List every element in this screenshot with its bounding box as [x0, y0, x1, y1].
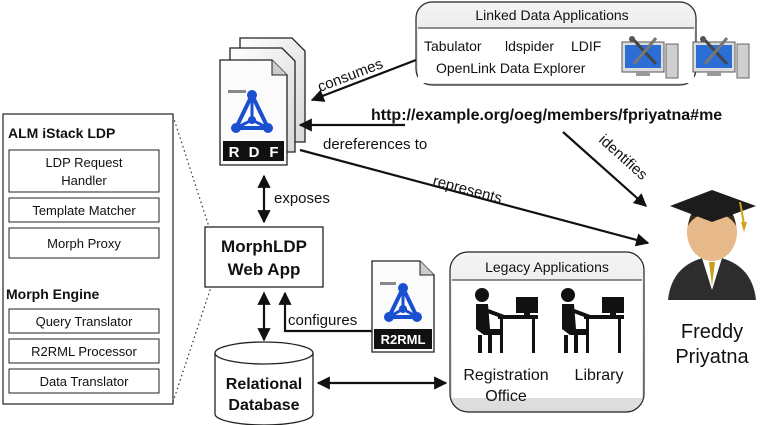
rdf-document-stack-icon: R D F — [219, 37, 306, 166]
configures-arrow — [278, 291, 372, 333]
query-translator-label: Query Translator — [36, 314, 133, 329]
morph-engine-title: Morph Engine — [6, 286, 100, 302]
app-ldspider: ldspider — [505, 38, 554, 54]
template-matcher-label: Template Matcher — [32, 203, 136, 218]
uri-label: http://example.org/oeg/members/fpriyatna… — [371, 107, 722, 124]
graduate-person-icon — [668, 190, 756, 300]
person-label-2: Priyatna — [675, 346, 749, 368]
ldp-request-handler-label-2: Handler — [61, 173, 107, 188]
linked-data-apps-panel: Linked Data Applications Tabulator ldspi… — [415, 1, 750, 86]
morph-proxy-label: Morph Proxy — [47, 236, 121, 251]
computer-tools-icon — [692, 36, 750, 79]
dotted-connector-bottom — [172, 283, 213, 403]
person-label-1: Freddy — [681, 321, 743, 343]
database-label-1: Relational — [226, 376, 302, 393]
alm-panel: ALM iStack LDP LDP Request Handler Templ… — [2, 113, 174, 405]
legacy-apps-title: Legacy Applications — [485, 259, 609, 275]
legacy-apps-panel: Legacy Applications Regis — [449, 251, 645, 413]
rdf-letter-r: R — [229, 144, 240, 161]
dotted-connector-top — [172, 115, 213, 237]
r2rml-label: R2RML — [381, 332, 426, 347]
registration-office-label-1: Registration — [463, 367, 548, 384]
r2rml-processor-label: R2RML Processor — [31, 344, 137, 359]
worker-at-desk-icon — [475, 288, 538, 353]
worker-at-desk-icon — [561, 288, 624, 353]
consumes-arrow — [310, 58, 417, 102]
r2rml-document-icon: R2RML — [371, 260, 435, 353]
identifies-arrow — [562, 131, 647, 207]
app-ldif: LDIF — [571, 38, 601, 54]
library-label: Library — [575, 367, 624, 384]
rdf-letter-d: D — [249, 144, 260, 161]
webapp-label-1: MorphLDP — [221, 237, 307, 256]
configures-label: configures — [288, 312, 357, 329]
represents-arrow — [299, 148, 650, 247]
represents-label: represents — [431, 172, 504, 207]
data-translator-label: Data Translator — [40, 374, 130, 389]
registration-office-label-2: Office — [485, 388, 527, 405]
rdf-logo-icon — [231, 90, 273, 133]
app-tabulator: Tabulator — [424, 38, 482, 54]
database-label-2: Database — [228, 397, 299, 414]
ldp-request-handler-label-1: LDP Request — [45, 155, 122, 170]
rdf-letter-f: F — [269, 144, 278, 161]
dereferences-label: dereferences to — [323, 136, 427, 153]
computer-tools-icon — [621, 36, 679, 79]
webapp-label-2: Web App — [228, 260, 301, 279]
identifies-label: identifies — [595, 131, 650, 183]
alm-panel-title: ALM iStack LDP — [8, 125, 115, 141]
app-openlink-data-explorer: OpenLink Data Explorer — [436, 60, 586, 76]
morphldp-webapp-box: MorphLDP Web App — [204, 226, 324, 288]
exposes-label: exposes — [274, 190, 330, 207]
linked-data-apps-title: Linked Data Applications — [475, 7, 628, 23]
relational-database-icon: Relational Database — [214, 341, 314, 425]
